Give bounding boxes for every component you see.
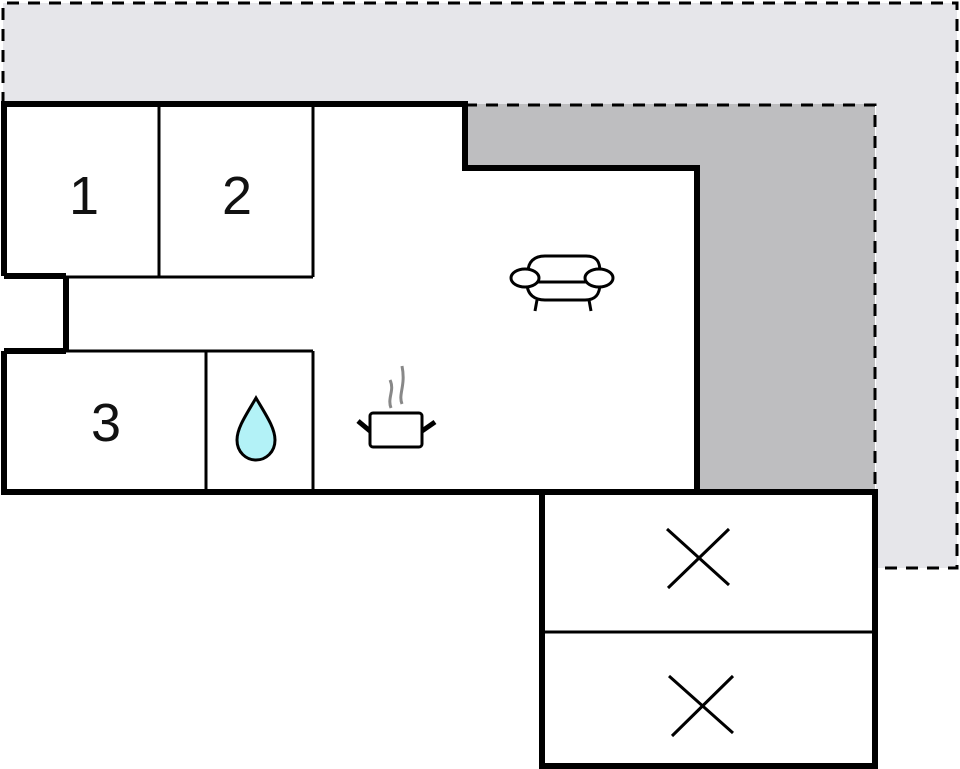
terrace-zone — [3, 3, 957, 568]
covered-terrace-zone — [465, 104, 875, 492]
covered-terrace-outline — [465, 103, 877, 492]
interior — [4, 104, 697, 492]
room-2-label: 2 — [221, 166, 253, 226]
cross-icon — [665, 527, 731, 590]
terrace-left-strip — [3, 3, 465, 104]
cooking-pot-icon — [356, 365, 437, 449]
room-3-label: 3 — [90, 393, 122, 453]
outer-wall — [1, 101, 700, 495]
water-drop-icon — [235, 395, 277, 462]
sofa-icon — [509, 254, 615, 312]
terrace-outline — [1, 1, 959, 570]
room-1-label: 1 — [68, 166, 100, 226]
cross-icon — [668, 674, 735, 738]
storage-block — [539, 489, 878, 769]
